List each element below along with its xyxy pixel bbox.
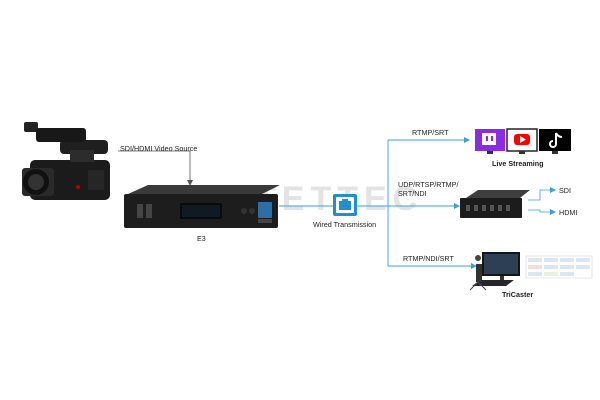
source-connector <box>118 150 191 184</box>
output-sdi: SDI <box>559 186 571 195</box>
branch-3-destination: TriCaster <box>502 290 534 299</box>
branch-3-protocol: RTMP/NDI/SRT <box>403 254 454 263</box>
branch-1-protocol: RTMP/SRT <box>412 128 449 137</box>
network-label: Wired Transmission <box>313 220 377 229</box>
output-hdmi: HDMI <box>559 208 578 217</box>
youtube-icon <box>506 128 538 154</box>
tiktok-icon <box>539 129 571 154</box>
encoder-label: E3 <box>197 234 206 243</box>
branch-2-protocol: UDP/RTSP/RTMP/ SRT/NDI <box>398 180 459 198</box>
twitch-icon <box>475 129 505 154</box>
branch-1-destination: Live Streaming <box>492 159 544 168</box>
source-label: SDI/HDMI Video Source <box>120 144 198 153</box>
